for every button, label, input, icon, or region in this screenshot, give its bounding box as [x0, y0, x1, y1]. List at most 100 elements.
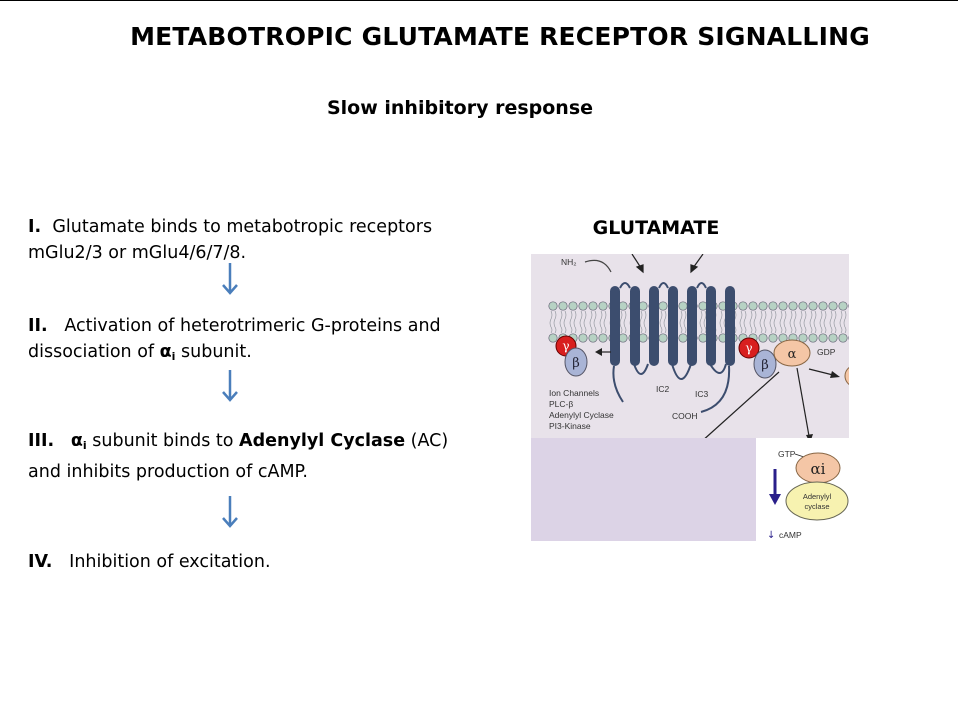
lipid-head [768, 301, 778, 311]
effector-arrowhead [595, 348, 602, 356]
lipid-tail [549, 310, 553, 334]
step-4: IV. Inhibition of excitation. [28, 549, 468, 575]
extracellular-loop [696, 282, 707, 289]
lipid-tail [659, 310, 663, 334]
dissociation-arrow [808, 368, 834, 376]
adenylyl-cyclase-enzyme [785, 481, 849, 521]
extracellular-loop [658, 282, 669, 289]
lipid-head [588, 301, 598, 311]
step-3-numeral: III. [28, 431, 55, 451]
slide-subtitle: Slow inhibitory response [326, 97, 594, 119]
lipid-tail [763, 310, 767, 334]
adenylyl-cyclase-term: Adenylyl Cyclase [239, 431, 406, 451]
lipid-tail [573, 310, 577, 334]
lipid-tail [603, 310, 607, 334]
lipid-head [828, 333, 838, 343]
tm-helix [649, 286, 659, 366]
lipid-tail [643, 310, 647, 334]
lipid-head [568, 301, 578, 311]
lipid-head [558, 301, 568, 311]
lipid-head [598, 301, 608, 311]
flow-arrow-3 [222, 496, 238, 528]
lipid-tail [599, 310, 603, 334]
nh2-label: NH₂ [561, 257, 577, 267]
step-1-numeral: I. [28, 217, 42, 237]
alpha-to-ai-arrow [796, 367, 810, 437]
effector-list: Ion Channels PLC-β Adenylyl Cyclase PI3-… [549, 388, 614, 431]
lipid-tail [623, 310, 627, 334]
receptor-diagram: NH₂ γ β Ion Channels PLC-β Adenylyl Cycl… [531, 254, 849, 541]
step-2-numeral: II. [28, 316, 48, 336]
gamma-symbol-left: γ [562, 339, 569, 353]
glutamate-label: GLUTAMATE [592, 217, 720, 239]
tm-helix [706, 286, 716, 366]
lipid-tail [793, 310, 797, 334]
camp-down-arrow: ↓ [767, 530, 775, 541]
lipid-head [548, 333, 558, 343]
gtp-label: GTP [778, 449, 796, 459]
gamma-subunit-right [738, 337, 760, 359]
tm-helix [668, 286, 678, 366]
lipid-tail [839, 310, 843, 334]
step-1: I. Glutamate binds to metabotropic recep… [28, 214, 468, 266]
lipid-head [598, 333, 608, 343]
lipid-tail [553, 310, 557, 334]
tm-helix [725, 286, 735, 366]
lipid-tail [593, 310, 597, 334]
lipid-tail [589, 310, 593, 334]
adenylyl-label-line2: cyclase [804, 502, 829, 511]
dissociation-arrowhead [830, 371, 840, 378]
flow-arrow-2 [222, 370, 238, 402]
lipid-head [658, 333, 668, 343]
beta-symbol-left: β [572, 356, 580, 371]
lipid-head [618, 333, 628, 343]
step-2-text-a: Activation of heterotrimeric G-proteins … [28, 316, 441, 362]
lipid-head [678, 333, 688, 343]
lipid-tail [759, 310, 763, 334]
effector-item: PI3-Kinase [549, 421, 591, 431]
diagram-overlay-panel [531, 438, 756, 541]
lipid-tail [779, 310, 783, 334]
lipid-head [588, 333, 598, 343]
lipid-tail [663, 310, 667, 334]
inhibition-arrowhead [769, 494, 781, 505]
lipid-tail [583, 310, 587, 334]
lipid-tail [563, 310, 567, 334]
cooh-label: COOH [672, 411, 698, 421]
lipid-tail [753, 310, 757, 334]
step-2: II. Activation of heterotrimeric G-prote… [28, 313, 468, 370]
effector-item: PLC-β [549, 399, 573, 409]
lipid-head [578, 333, 588, 343]
intracellular-loops [612, 363, 731, 413]
alpha-subscript: i [82, 439, 87, 452]
diagonal-line [700, 371, 780, 443]
lipid-tail [749, 310, 753, 334]
alpha-symbol: α [70, 431, 83, 451]
lipid-head [818, 301, 828, 311]
lipid-tail [809, 310, 813, 334]
lipid-head [578, 301, 588, 311]
lipid-tail [683, 310, 687, 334]
slide-title: METABOTROPIC GLUTAMATE RECEPTOR SIGNALLI… [130, 22, 870, 51]
lipid-head [698, 333, 708, 343]
lipid-tail [819, 310, 823, 334]
lipid-tail [569, 310, 573, 334]
lipid-tail [743, 310, 747, 334]
lipid-tail [679, 310, 683, 334]
lipid-tail [783, 310, 787, 334]
lipid-tail [719, 310, 723, 334]
lipid-tail [773, 310, 777, 334]
tm-helix [687, 286, 697, 366]
lipid-head [758, 333, 768, 343]
lipid-tail [559, 310, 563, 334]
flow-arrow-1 [222, 263, 238, 295]
lipid-head [778, 301, 788, 311]
step-4-text: Inhibition of excitation. [69, 552, 271, 572]
lipid-head [548, 301, 558, 311]
lipid-tail [769, 310, 773, 334]
lipid-tail [579, 310, 583, 334]
glutamate-binding-arrows [631, 254, 704, 274]
lipid-head [838, 333, 848, 343]
lipid-tail [829, 310, 833, 334]
extracellular-loop [619, 282, 631, 289]
